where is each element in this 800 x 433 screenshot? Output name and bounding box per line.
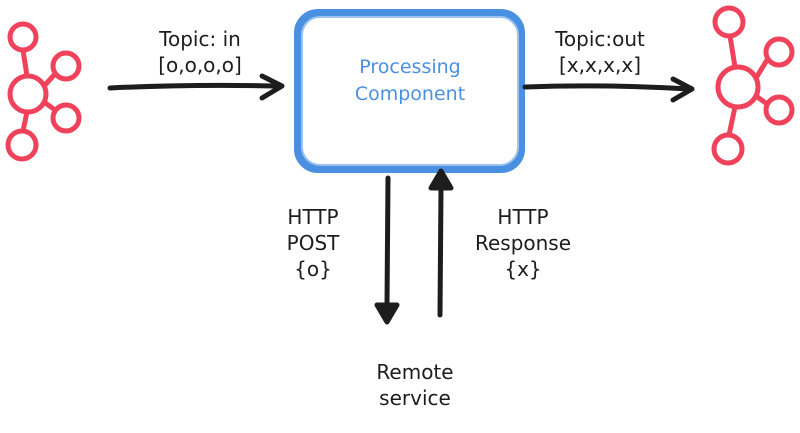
http-post-line-1: HTTP xyxy=(287,205,339,229)
topic-out-payload: [x,x,x,x] xyxy=(558,53,642,77)
processing-line-2: Component xyxy=(354,83,466,105)
http-post-line-3: {o} xyxy=(294,257,332,281)
remote-service-label: Remote service xyxy=(350,359,480,411)
http-response-arrow xyxy=(428,168,454,318)
remote-line-2: service xyxy=(379,386,451,410)
remote-line-1: Remote xyxy=(376,360,454,384)
topic-in-arrow xyxy=(107,73,285,101)
topic-out-arrow xyxy=(522,76,695,103)
topic-in-payload: [o,o,o,o] xyxy=(158,53,242,77)
kafka-source-icon xyxy=(5,21,82,162)
topic-in-label: Topic: in [o,o,o,o] xyxy=(130,26,270,78)
processing-component-box xyxy=(294,9,525,173)
topic-out-label: Topic:out [x,x,x,x] xyxy=(530,26,670,78)
http-post-arrow xyxy=(374,175,400,325)
http-post-label: HTTP POST {o} xyxy=(258,204,368,282)
http-post-line-2: POST xyxy=(286,231,340,255)
topic-out-name: Topic:out xyxy=(555,27,645,51)
processing-line-1: Processing xyxy=(359,56,461,78)
processing-component-label: Processing Component xyxy=(310,54,510,108)
http-response-label: HTTP Response {x} xyxy=(458,204,588,282)
topic-in-name: Topic: in xyxy=(159,27,241,51)
http-response-line-3: {x} xyxy=(504,257,542,281)
http-response-line-2: Response xyxy=(474,231,572,255)
http-response-line-1: HTTP xyxy=(497,205,549,229)
processing-component-box-sketch xyxy=(301,16,519,166)
kafka-sink-icon xyxy=(711,5,795,166)
